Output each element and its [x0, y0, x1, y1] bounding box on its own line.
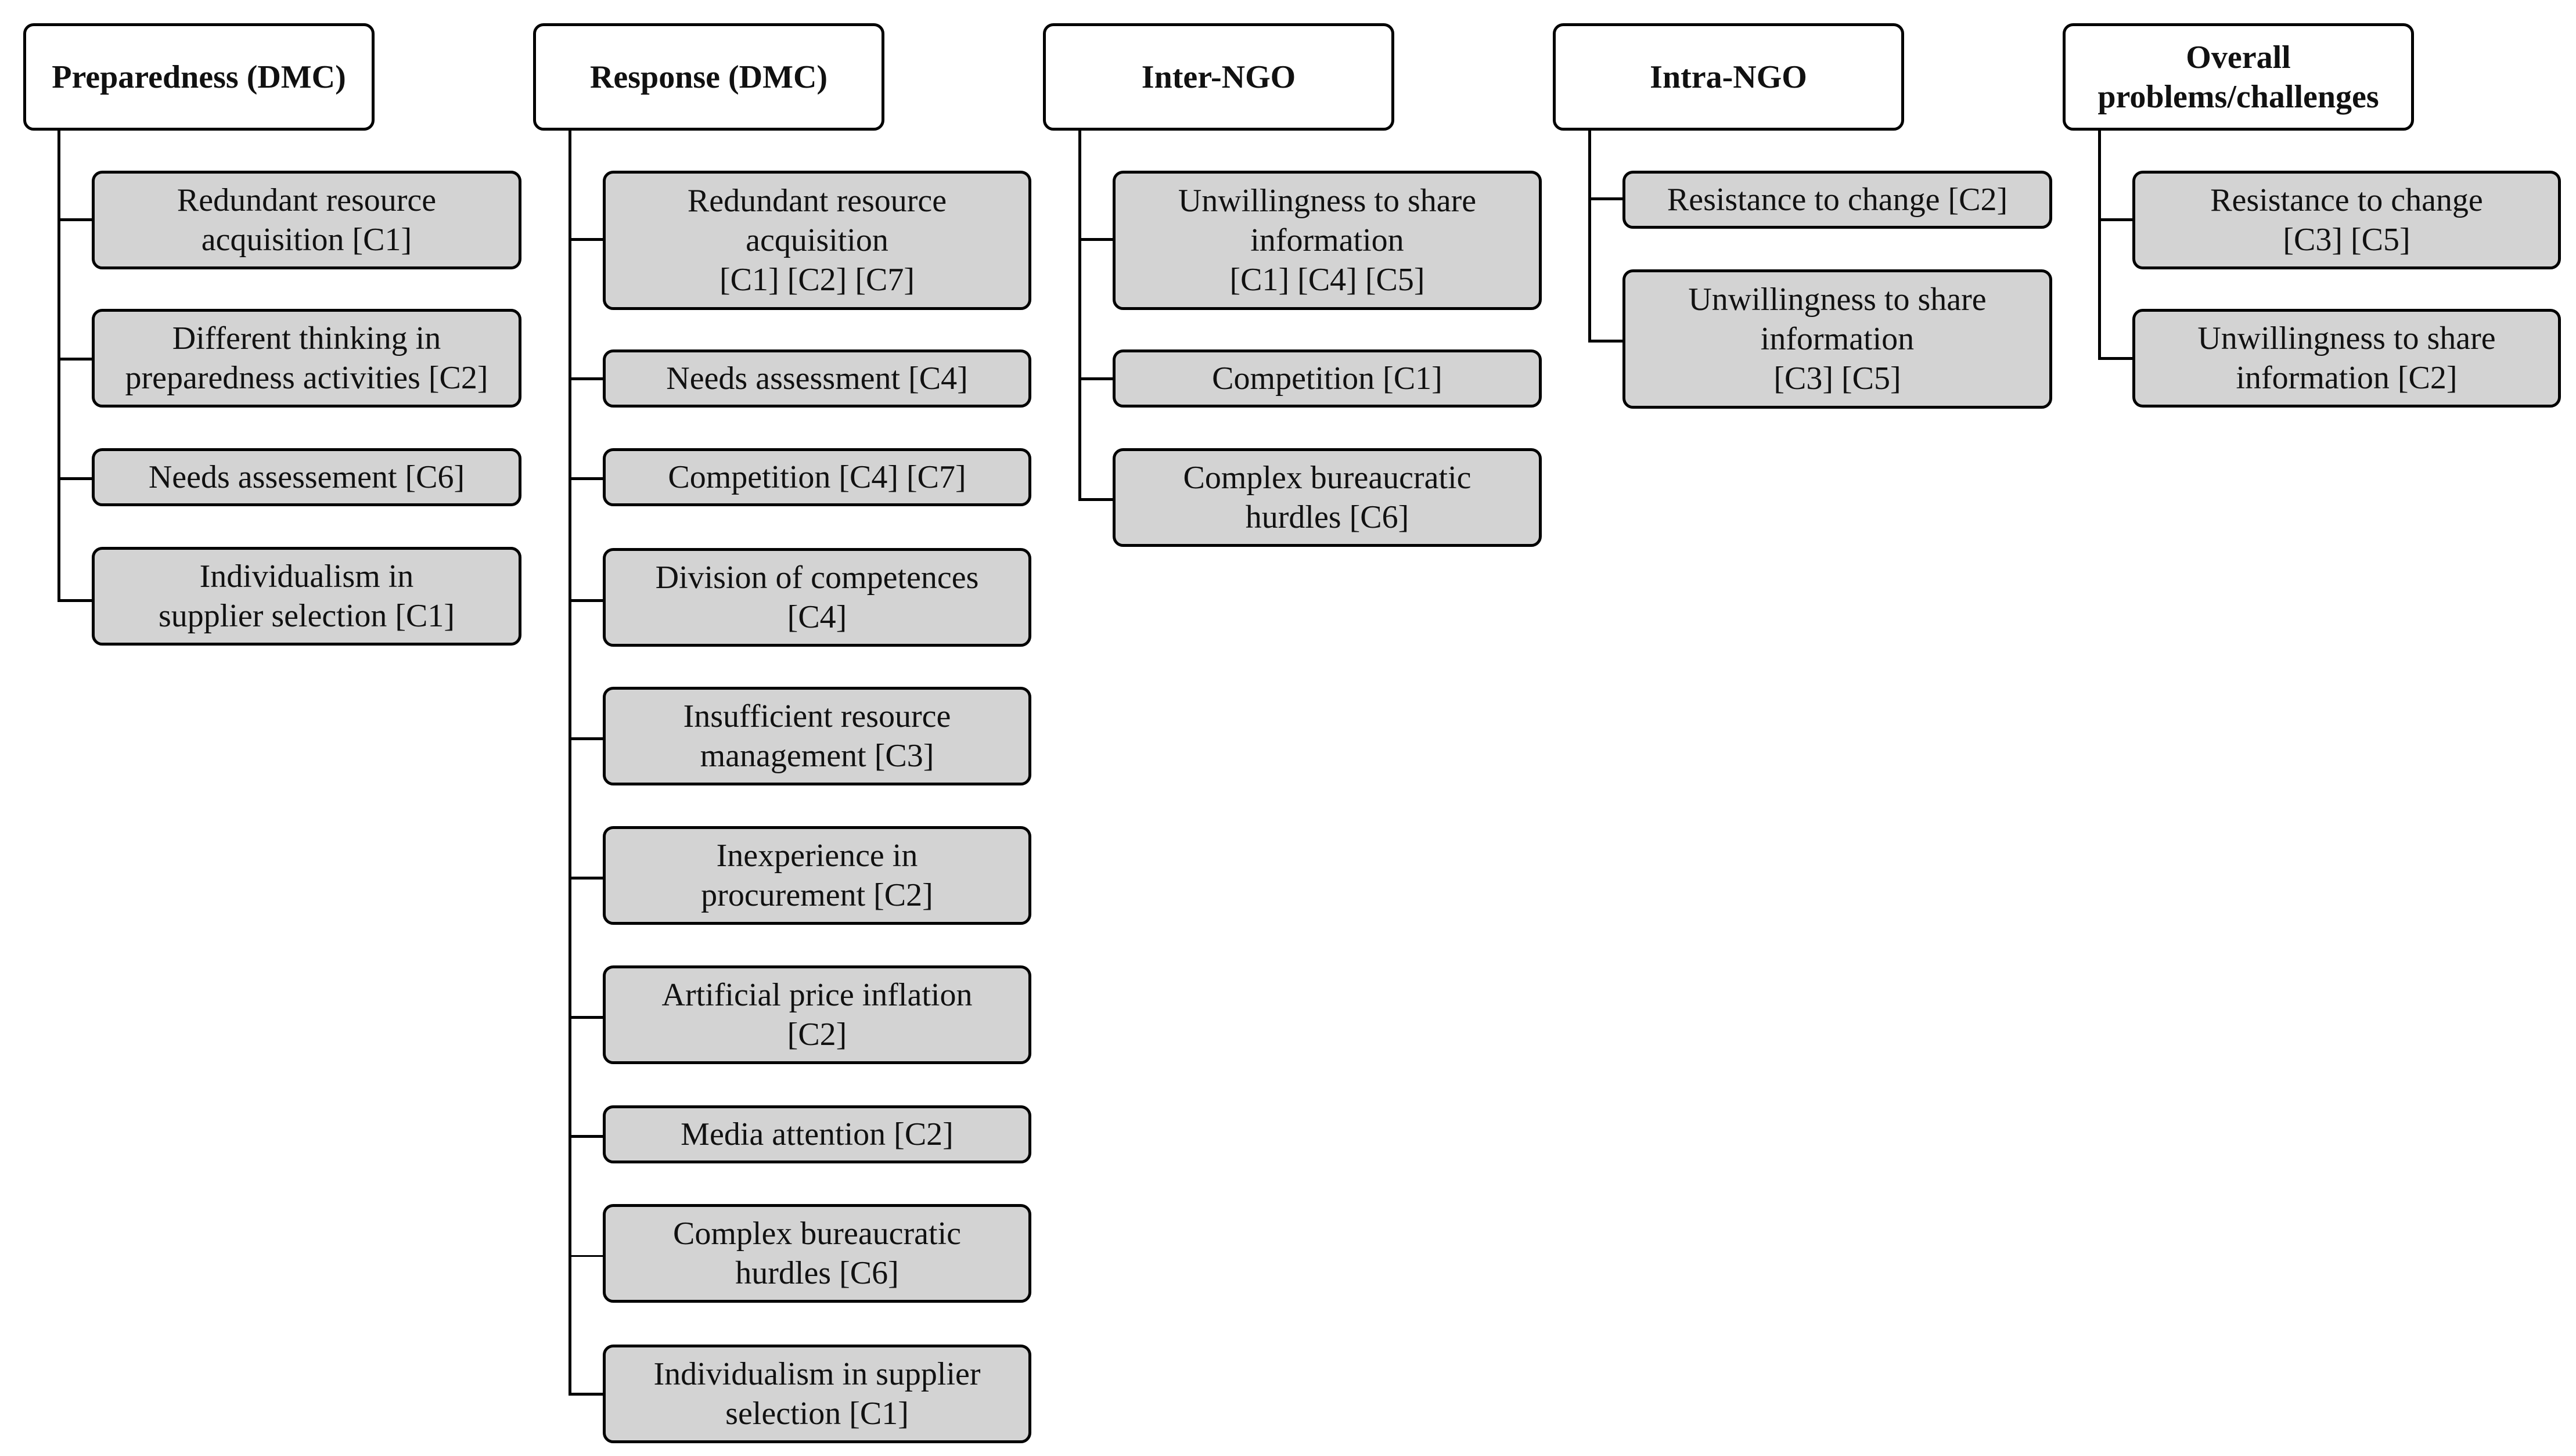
connector-branch: [1588, 197, 1624, 200]
item-label: Complex bureaucratic hurdles [C6]: [1183, 460, 1472, 535]
connector-branch: [569, 1255, 605, 1257]
item-label: Needs assessment [C4]: [666, 361, 968, 397]
connector-branch: [569, 1393, 605, 1396]
connector-branch: [1078, 498, 1114, 501]
item-label: Different thinking in preparedness activ…: [125, 320, 488, 396]
item-label: Resistance to change [C2]: [1667, 182, 2008, 218]
item-label: Redundant resource acquisition [C1] [C2]…: [687, 183, 947, 298]
item-label: Individualism in supplier selection [C1]: [158, 558, 455, 634]
connector-branch: [569, 737, 605, 740]
connector-vertical: [1078, 129, 1081, 501]
header-label: Inter-NGO: [1141, 59, 1296, 95]
header-label: Response (DMC): [589, 59, 828, 95]
connector-vertical: [2098, 129, 2101, 360]
item-label: Competition [C1]: [1212, 361, 1442, 397]
item-needs-assessement: Needs assessement [C6]: [92, 448, 521, 506]
item-label: Unwillingness to share information [C3] …: [1688, 282, 1987, 397]
item-label: Inexperience in procurement [C2]: [701, 838, 933, 913]
item-unwillingness-to-share-information: Unwillingness to share information [C1] …: [1113, 171, 1542, 310]
item-complex-bureaucratic-hurdles: Complex bureaucratic hurdles [C6]: [1113, 448, 1542, 547]
connector-branch: [57, 218, 93, 221]
item-resistance-to-change: Resistance to change [C3] [C5]: [2132, 171, 2561, 269]
connector-branch: [1078, 238, 1114, 241]
item-artificial-price-inflation: Artificial price inflation [C2]: [603, 965, 1031, 1064]
connector-branch: [569, 477, 605, 480]
connector-branch: [2098, 357, 2134, 360]
item-redundant-resource-acquisition: Redundant resource acquisition [C1]: [92, 171, 521, 269]
column-header-intra-ngo: Intra-NGO: [1553, 23, 1904, 131]
connector-branch: [569, 1016, 605, 1019]
item-label: Needs assessement [C6]: [148, 459, 465, 495]
connector-branch: [57, 358, 93, 361]
item-label: Unwillingness to share information [C2]: [2197, 320, 2496, 396]
item-different-thinking: Different thinking in preparedness activ…: [92, 309, 521, 408]
item-label: Artificial price inflation [C2]: [661, 977, 973, 1053]
item-competition: Competition [C1]: [1113, 349, 1542, 408]
item-insufficient-resource-management: Insufficient resource management [C3]: [603, 687, 1031, 785]
connector-branch: [569, 599, 605, 602]
item-label: Complex bureaucratic hurdles [C6]: [672, 1216, 961, 1291]
item-label: Insufficient resource management [C3]: [683, 698, 951, 774]
connector-branch: [569, 238, 605, 241]
connector-branch: [569, 1135, 605, 1138]
column-header-response: Response (DMC): [533, 23, 884, 131]
column-header-overall-problems: Overall problems/challenges: [2063, 23, 2414, 131]
item-label: Division of competences [C4]: [655, 560, 979, 635]
connector-branch: [57, 477, 93, 480]
header-label: Preparedness (DMC): [52, 59, 346, 95]
item-division-of-competences: Division of competences [C4]: [603, 548, 1031, 647]
item-label: Unwillingness to share information [C1] …: [1178, 183, 1477, 298]
header-label: Intra-NGO: [1650, 59, 1807, 95]
connector-vertical: [57, 129, 60, 602]
connector-branch: [2098, 218, 2134, 221]
item-label: Media attention [C2]: [681, 1116, 954, 1152]
column-header-preparedness: Preparedness (DMC): [23, 23, 375, 131]
connector-vertical: [1588, 129, 1591, 343]
item-redundant-resource-acquisition: Redundant resource acquisition [C1] [C2]…: [603, 171, 1031, 310]
item-unwillingness-to-share-information: Unwillingness to share information [C3] …: [1622, 269, 2052, 409]
item-label: Redundant resource acquisition [C1]: [177, 182, 437, 258]
item-inexperience-in-procurement: Inexperience in procurement [C2]: [603, 826, 1031, 925]
header-label: Overall problems/challenges: [2098, 39, 2379, 115]
connector-vertical: [569, 129, 571, 1396]
item-label: Competition [C4] [C7]: [668, 459, 966, 495]
connector-branch: [569, 377, 605, 380]
item-label: Individualism in supplier selection [C1]: [653, 1356, 981, 1432]
column-header-inter-ngo: Inter-NGO: [1043, 23, 1394, 131]
item-unwillingness-to-share-information: Unwillingness to share information [C2]: [2132, 309, 2561, 408]
item-competition: Competition [C4] [C7]: [603, 448, 1031, 506]
item-media-attention: Media attention [C2]: [603, 1105, 1031, 1163]
connector-branch: [57, 599, 93, 602]
connector-branch: [1588, 340, 1624, 343]
connector-branch: [1078, 377, 1114, 380]
item-individualism-supplier-selection: Individualism in supplier selection [C1]: [603, 1345, 1031, 1443]
item-individualism-supplier-selection: Individualism in supplier selection [C1]: [92, 547, 521, 646]
item-needs-assessment: Needs assessment [C4]: [603, 349, 1031, 408]
item-complex-bureaucratic-hurdles: Complex bureaucratic hurdles [C6]: [603, 1204, 1031, 1303]
connector-branch: [569, 877, 605, 880]
item-resistance-to-change: Resistance to change [C2]: [1622, 171, 2052, 229]
item-label: Resistance to change [C3] [C5]: [2210, 182, 2483, 258]
